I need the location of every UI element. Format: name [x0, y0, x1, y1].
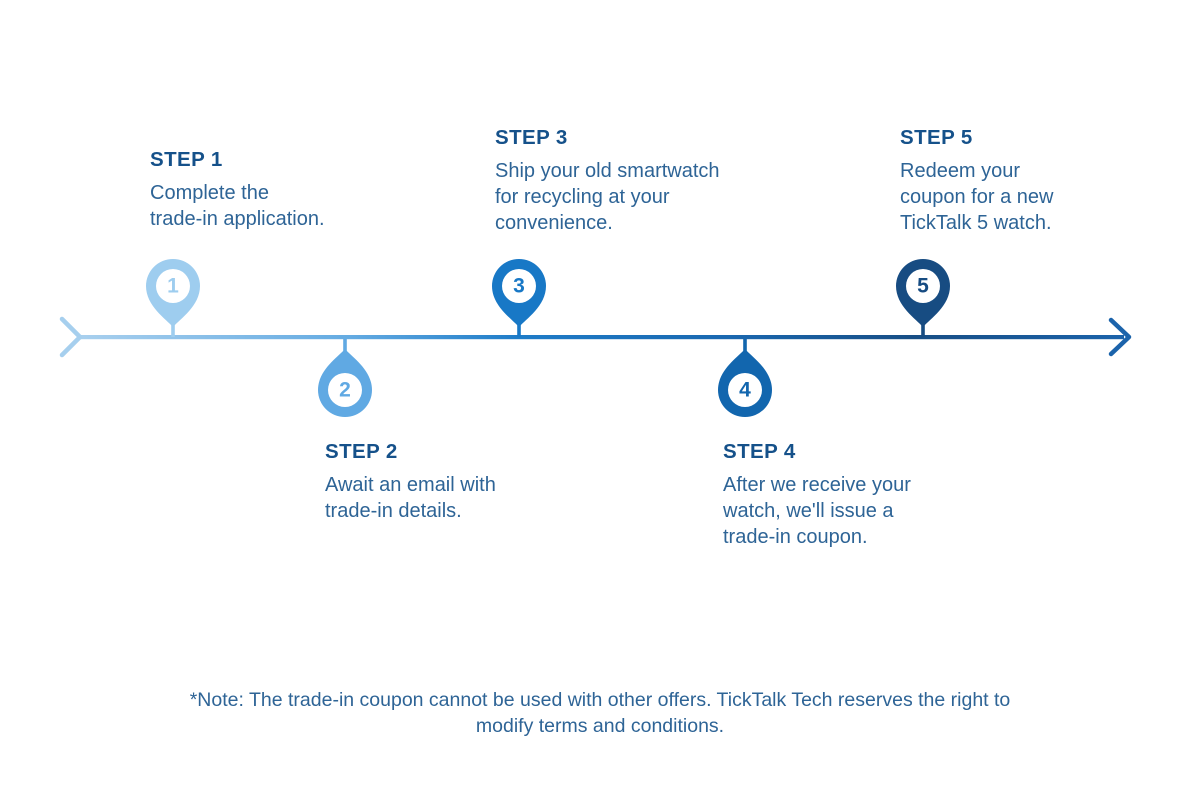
step-2-label: STEP 2	[325, 440, 398, 463]
map-pin-1-icon: 1	[146, 259, 200, 327]
pin-4-number: 4	[739, 379, 751, 402]
map-pin-4-icon: 4	[718, 349, 772, 417]
pin-3-stem	[517, 324, 521, 337]
step-4-description: After we receive your watch, we'll issue…	[723, 474, 911, 548]
map-pin-5-icon: 5	[896, 259, 950, 327]
step-2-description: Await an email with trade-in details.	[325, 474, 496, 522]
pin-5-stem	[921, 324, 925, 337]
step-5-block: STEP 5 Redeem your coupon for a new Tick…	[900, 126, 1053, 236]
step-5-description: Redeem your coupon for a new TickTalk 5 …	[900, 160, 1054, 234]
pin-1-number: 1	[167, 275, 179, 298]
pin-1-stem	[171, 324, 175, 337]
pin-3-number: 3	[513, 275, 525, 298]
disclaimer-note: *Note: The trade-in coupon cannot be use…	[189, 689, 1011, 737]
step-5-label: STEP 5	[900, 126, 973, 149]
step-2-block: STEP 2 Await an email with trade-in deta…	[325, 440, 496, 524]
step-4-label: STEP 4	[723, 440, 796, 463]
step-3-label: STEP 3	[495, 126, 568, 149]
step-1-label: STEP 1	[150, 148, 223, 171]
step-1-block: STEP 1 Complete the trade-in application…	[150, 148, 325, 232]
timeline-end-arrow-icon	[1108, 317, 1132, 357]
step-3-description: Ship your old smartwatch for recycling a…	[495, 160, 720, 234]
map-pin-3-icon: 3	[492, 259, 546, 327]
timeline-line	[78, 335, 1124, 340]
timeline-start-chevron-icon	[59, 316, 83, 358]
pin-2-number: 2	[339, 379, 351, 402]
step-1-description: Complete the trade-in application.	[150, 182, 325, 230]
step-4-block: STEP 4 After we receive your watch, we'l…	[723, 440, 911, 550]
pin-2-stem	[343, 339, 347, 353]
map-pin-2-icon: 2	[318, 349, 372, 417]
pin-5-number: 5	[917, 275, 929, 298]
pin-4-stem	[743, 339, 747, 353]
step-3-block: STEP 3 Ship your old smartwatch for recy…	[495, 126, 720, 236]
